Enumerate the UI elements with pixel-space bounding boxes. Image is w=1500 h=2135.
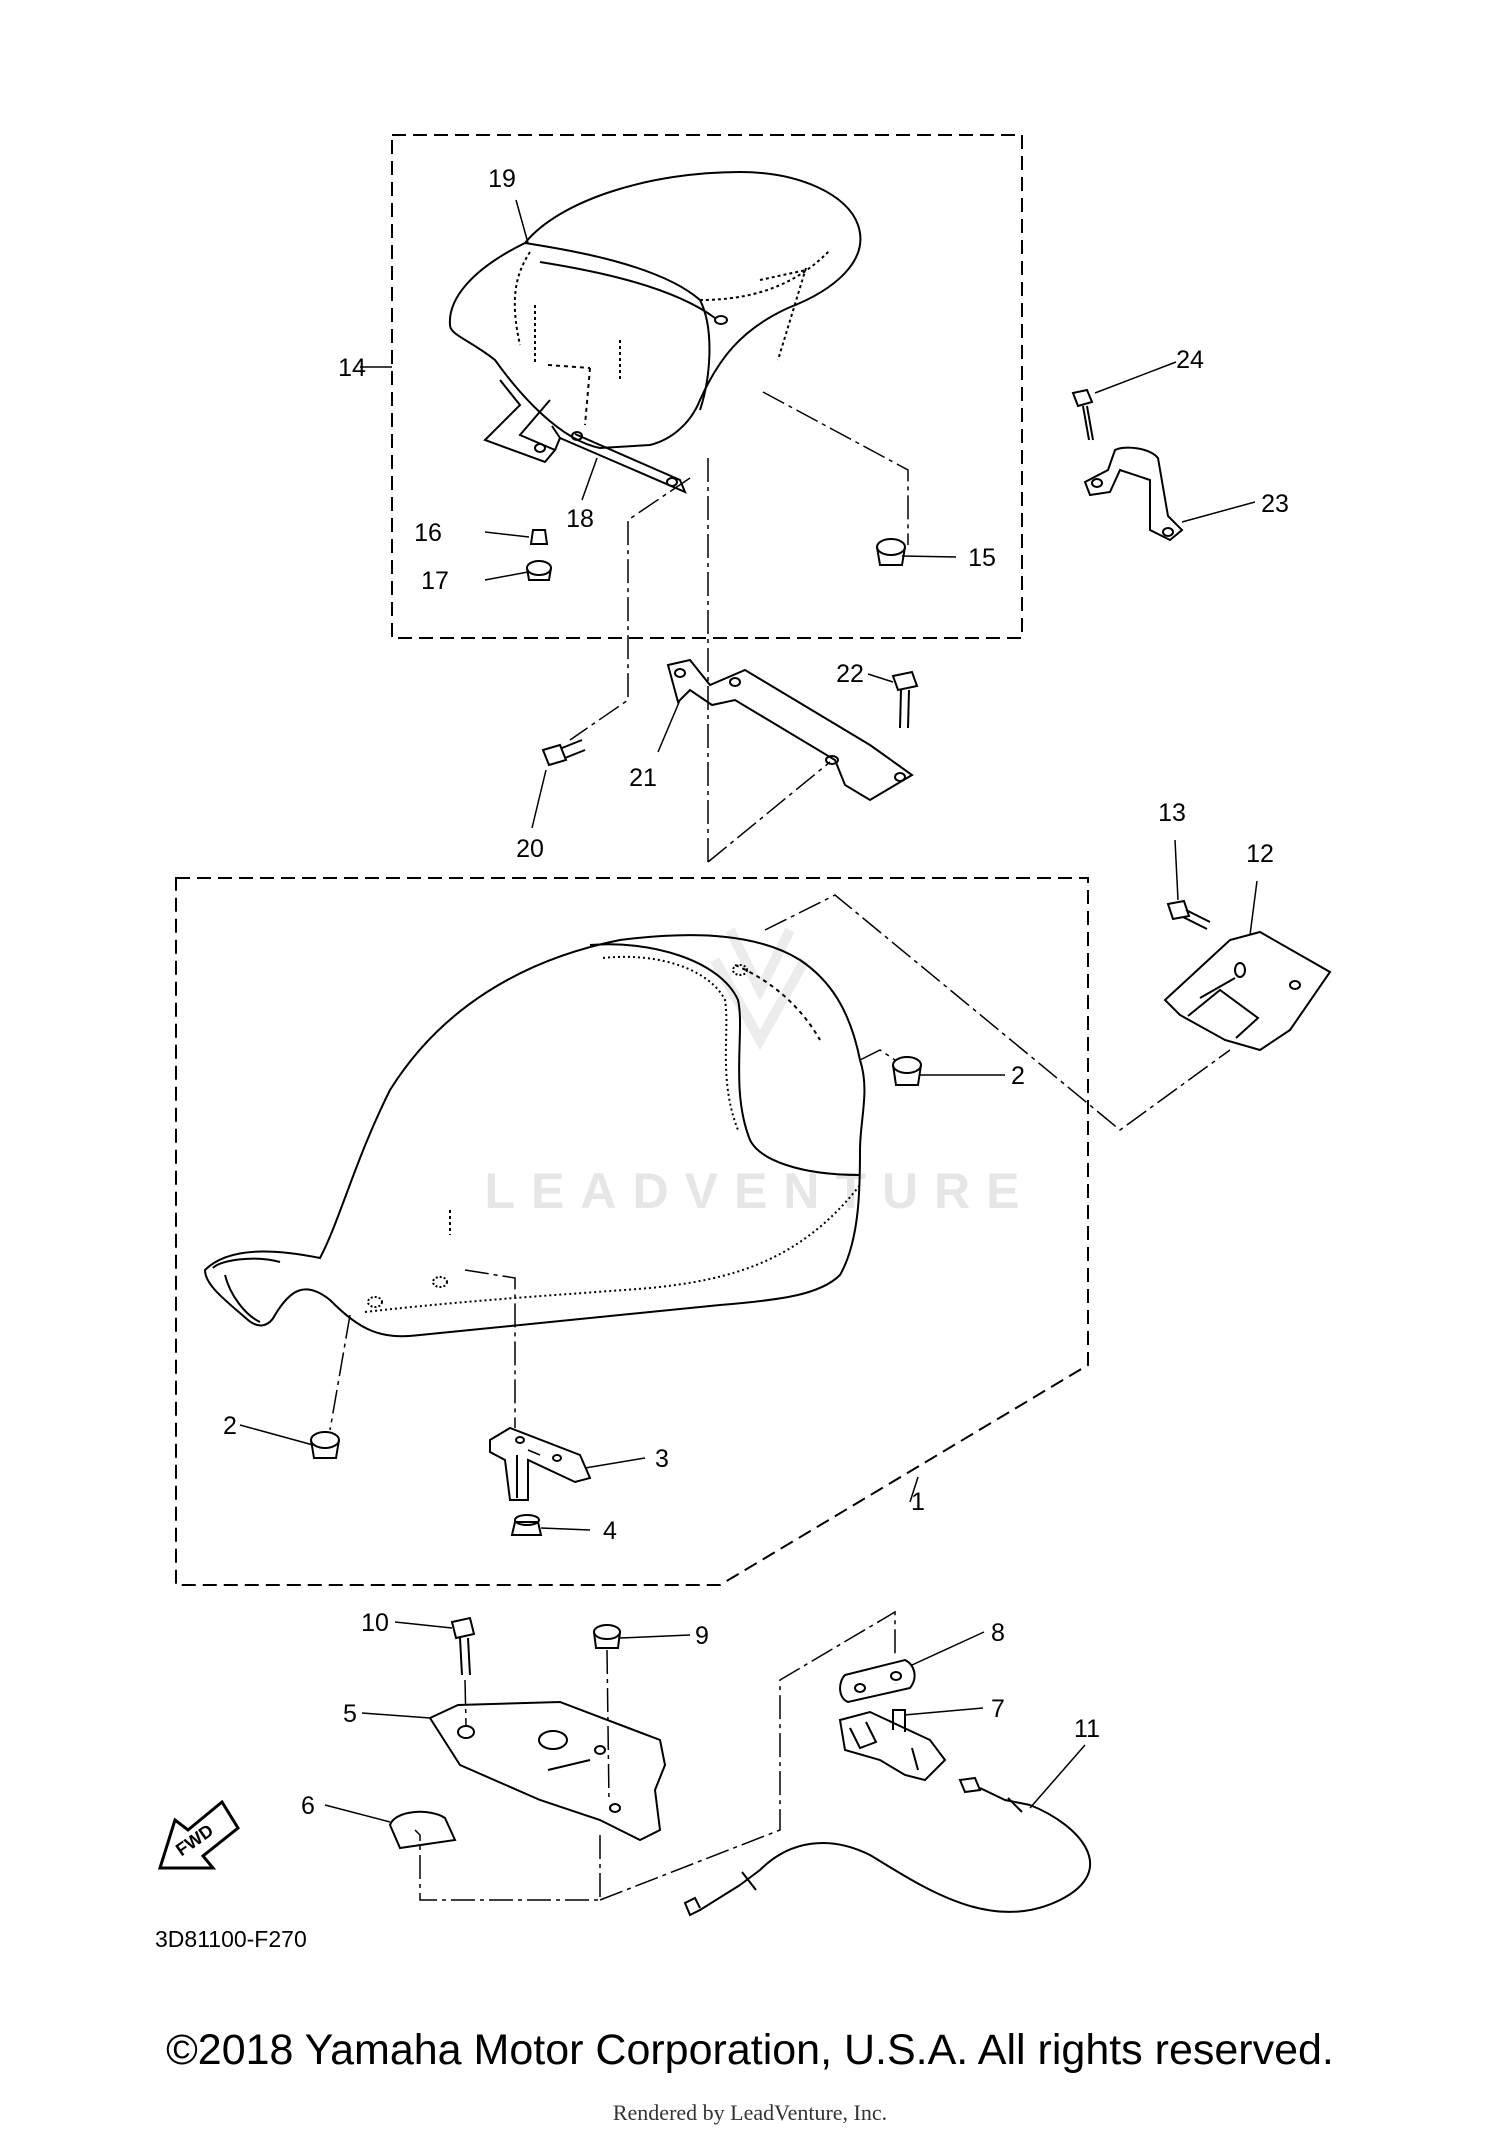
bolt-13-part	[1166, 899, 1211, 930]
callout-10: 10	[361, 1609, 389, 1637]
plate-8-part	[839, 1658, 916, 1704]
grommet-2-right-part	[892, 1056, 922, 1086]
assembly-lines	[329, 391, 1231, 1901]
bolt-24-part	[1071, 388, 1094, 441]
rear-seat-bracket-part	[483, 379, 687, 494]
callout-2-left: 2	[223, 1412, 237, 1440]
callout-23: 23	[1261, 490, 1289, 518]
callout-20: 20	[516, 835, 544, 863]
stay-21-part	[666, 658, 914, 802]
bracket-3-part	[489, 1426, 592, 1501]
callout-2-right: 2	[1011, 1062, 1025, 1090]
callout-12: 12	[1246, 840, 1274, 868]
callout-1: 1	[911, 1488, 925, 1516]
plate-5-part	[428, 1700, 667, 1842]
grommet-15-part	[876, 538, 906, 566]
nut-16-part	[529, 529, 549, 545]
callout-13: 13	[1158, 799, 1186, 827]
callout-17: 17	[421, 567, 449, 595]
callout-9: 9	[695, 1622, 709, 1650]
bracket-23-part	[1083, 446, 1184, 542]
watermark-text: LEADVENTURE	[484, 1163, 1035, 1219]
callout-22: 22	[836, 660, 864, 688]
rear-seat-group-box	[391, 134, 1023, 639]
callout-5: 5	[343, 1700, 357, 1728]
nut-4-part	[510, 1514, 543, 1536]
callout-11: 11	[1074, 1715, 1100, 1743]
callout-7: 7	[991, 1695, 1005, 1723]
bracket-12-part	[1163, 930, 1332, 1052]
rear-seat-part	[448, 170, 862, 450]
callout-8: 8	[991, 1619, 1005, 1647]
nut-9-part	[593, 1624, 621, 1649]
diagram-code: 3D81100-F270	[155, 1926, 307, 1952]
callout-21: 21	[629, 764, 657, 792]
seat-lock-7-part	[838, 1709, 947, 1782]
main-seat-part	[203, 934, 866, 1338]
bolt-22-part	[891, 670, 919, 729]
callout-labels: 1 2 2 3 4 5 6 7 8 9 10 11 12 13 14 15 16…	[223, 165, 1289, 1820]
callout-24: 24	[1176, 346, 1204, 374]
callout-3: 3	[655, 1445, 669, 1473]
callout-15: 15	[968, 544, 996, 572]
main-seat-group-box	[175, 877, 1089, 1586]
callout-19: 19	[488, 165, 516, 193]
leader-lines	[239, 199, 1258, 1823]
grommet-2-left-part	[310, 1431, 340, 1459]
rendered-by-text: Rendered by LeadVenture, Inc.	[612, 2100, 888, 2125]
nut-17-part	[526, 560, 552, 581]
callout-14: 14	[338, 354, 366, 382]
pad-6-part	[388, 1810, 457, 1850]
callout-4: 4	[603, 1517, 617, 1545]
callout-18: 18	[566, 505, 594, 533]
copyright-footer: ©2018 Yamaha Motor Corporation, U.S.A. A…	[166, 2026, 1334, 2074]
callout-16: 16	[414, 519, 442, 547]
bolt-10-part	[450, 1616, 476, 1676]
fwd-arrow-icon: FWD	[157, 1799, 240, 1870]
bolt-20-part	[541, 739, 586, 767]
cable-11-part	[683, 1776, 1092, 1917]
callout-6: 6	[301, 1792, 315, 1820]
